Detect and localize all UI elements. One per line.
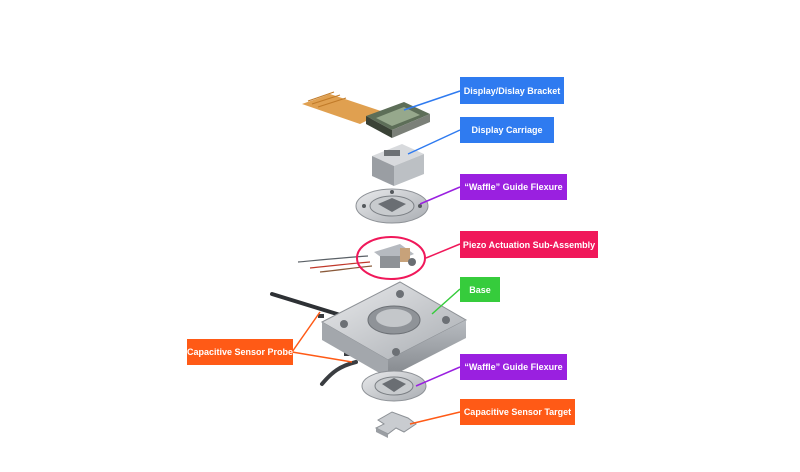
label-display-bracket-text: Display/Dislay Bracket xyxy=(463,85,561,96)
label-display-carriage: Display Carriage xyxy=(460,117,554,143)
leader-display-bracket xyxy=(403,90,461,111)
base-part xyxy=(320,281,468,378)
leader-piezo xyxy=(425,243,461,259)
leader-lines xyxy=(291,90,461,425)
label-waffle-flexure-top-text: “Waffle” Guide Flexure xyxy=(464,182,563,192)
leader-probe-1 xyxy=(291,311,321,353)
leader-base xyxy=(431,288,461,315)
label-capacitive-probe-text: Capacitive Sensor Probe xyxy=(186,347,294,357)
label-waffle-flexure-bottom-text: “Waffle” Guide Flexure xyxy=(464,362,563,372)
piezo-actuation-part xyxy=(297,236,426,280)
label-capacitive-probe: Capacitive Sensor Probe xyxy=(187,339,293,365)
leader-waffle-top xyxy=(419,186,461,205)
leader-probe-2 xyxy=(291,351,353,363)
display-bracket-part xyxy=(302,91,430,138)
waffle-flexure-bottom-part xyxy=(361,370,427,402)
label-display-bracket: Display/Dislay Bracket xyxy=(460,77,564,104)
ribbon-cable xyxy=(302,94,384,124)
label-display-carriage-text: Display Carriage xyxy=(471,125,543,135)
label-capacitive-target-text: Capacitive Sensor Target xyxy=(463,407,572,417)
display-carriage-part xyxy=(372,144,424,186)
label-base-text: Base xyxy=(469,284,491,295)
label-piezo-subassembly-text: Piezo Actuation Sub-Assembly xyxy=(462,239,596,250)
label-capacitive-target: Capacitive Sensor Target xyxy=(460,399,575,425)
leader-target xyxy=(409,411,461,425)
leader-waffle-bottom xyxy=(415,366,461,387)
capacitive-target-part xyxy=(374,411,417,438)
label-waffle-flexure-bottom: “Waffle” Guide Flexure xyxy=(460,354,567,380)
label-base: Base xyxy=(460,277,500,302)
leader-display-carriage xyxy=(407,129,461,155)
label-piezo-subassembly: Piezo Actuation Sub-Assembly xyxy=(460,231,598,258)
waffle-flexure-top-part xyxy=(355,188,429,224)
piezo-highlight-ring xyxy=(356,236,426,280)
label-waffle-flexure-top: “Waffle” Guide Flexure xyxy=(460,174,567,200)
